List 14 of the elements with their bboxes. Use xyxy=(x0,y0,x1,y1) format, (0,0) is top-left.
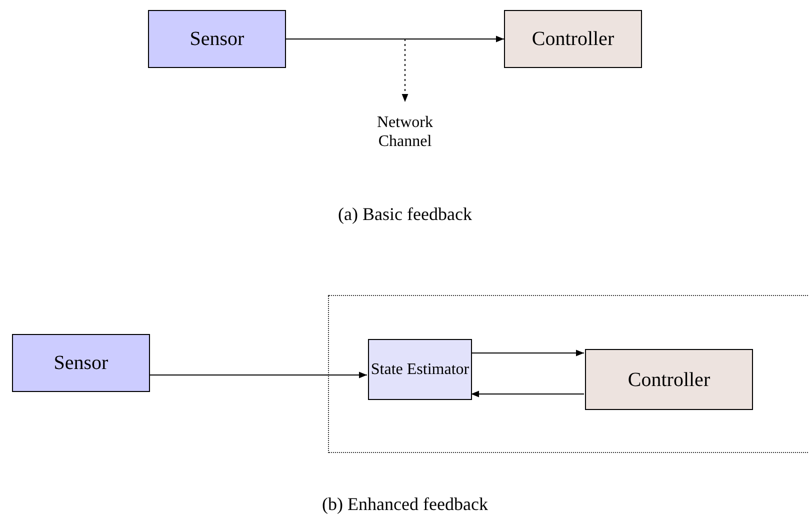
dotted-boundary xyxy=(328,295,808,453)
sensor-box: Sensor xyxy=(148,10,286,68)
estimator-box: State Estimator xyxy=(368,339,472,400)
controller-box: Controller xyxy=(585,349,753,410)
arrow xyxy=(286,36,504,42)
figure-caption: (a) Basic feedback xyxy=(338,204,472,225)
channel-label: Network Channel xyxy=(355,110,455,154)
controller-box: Controller xyxy=(504,10,642,68)
sensor-box: Sensor xyxy=(12,334,150,392)
arrow xyxy=(470,390,584,398)
dotted-arrow xyxy=(402,38,408,102)
arrow xyxy=(470,350,584,356)
arrow xyxy=(150,372,368,378)
figure-caption: (b) Enhanced feedback xyxy=(322,494,488,515)
